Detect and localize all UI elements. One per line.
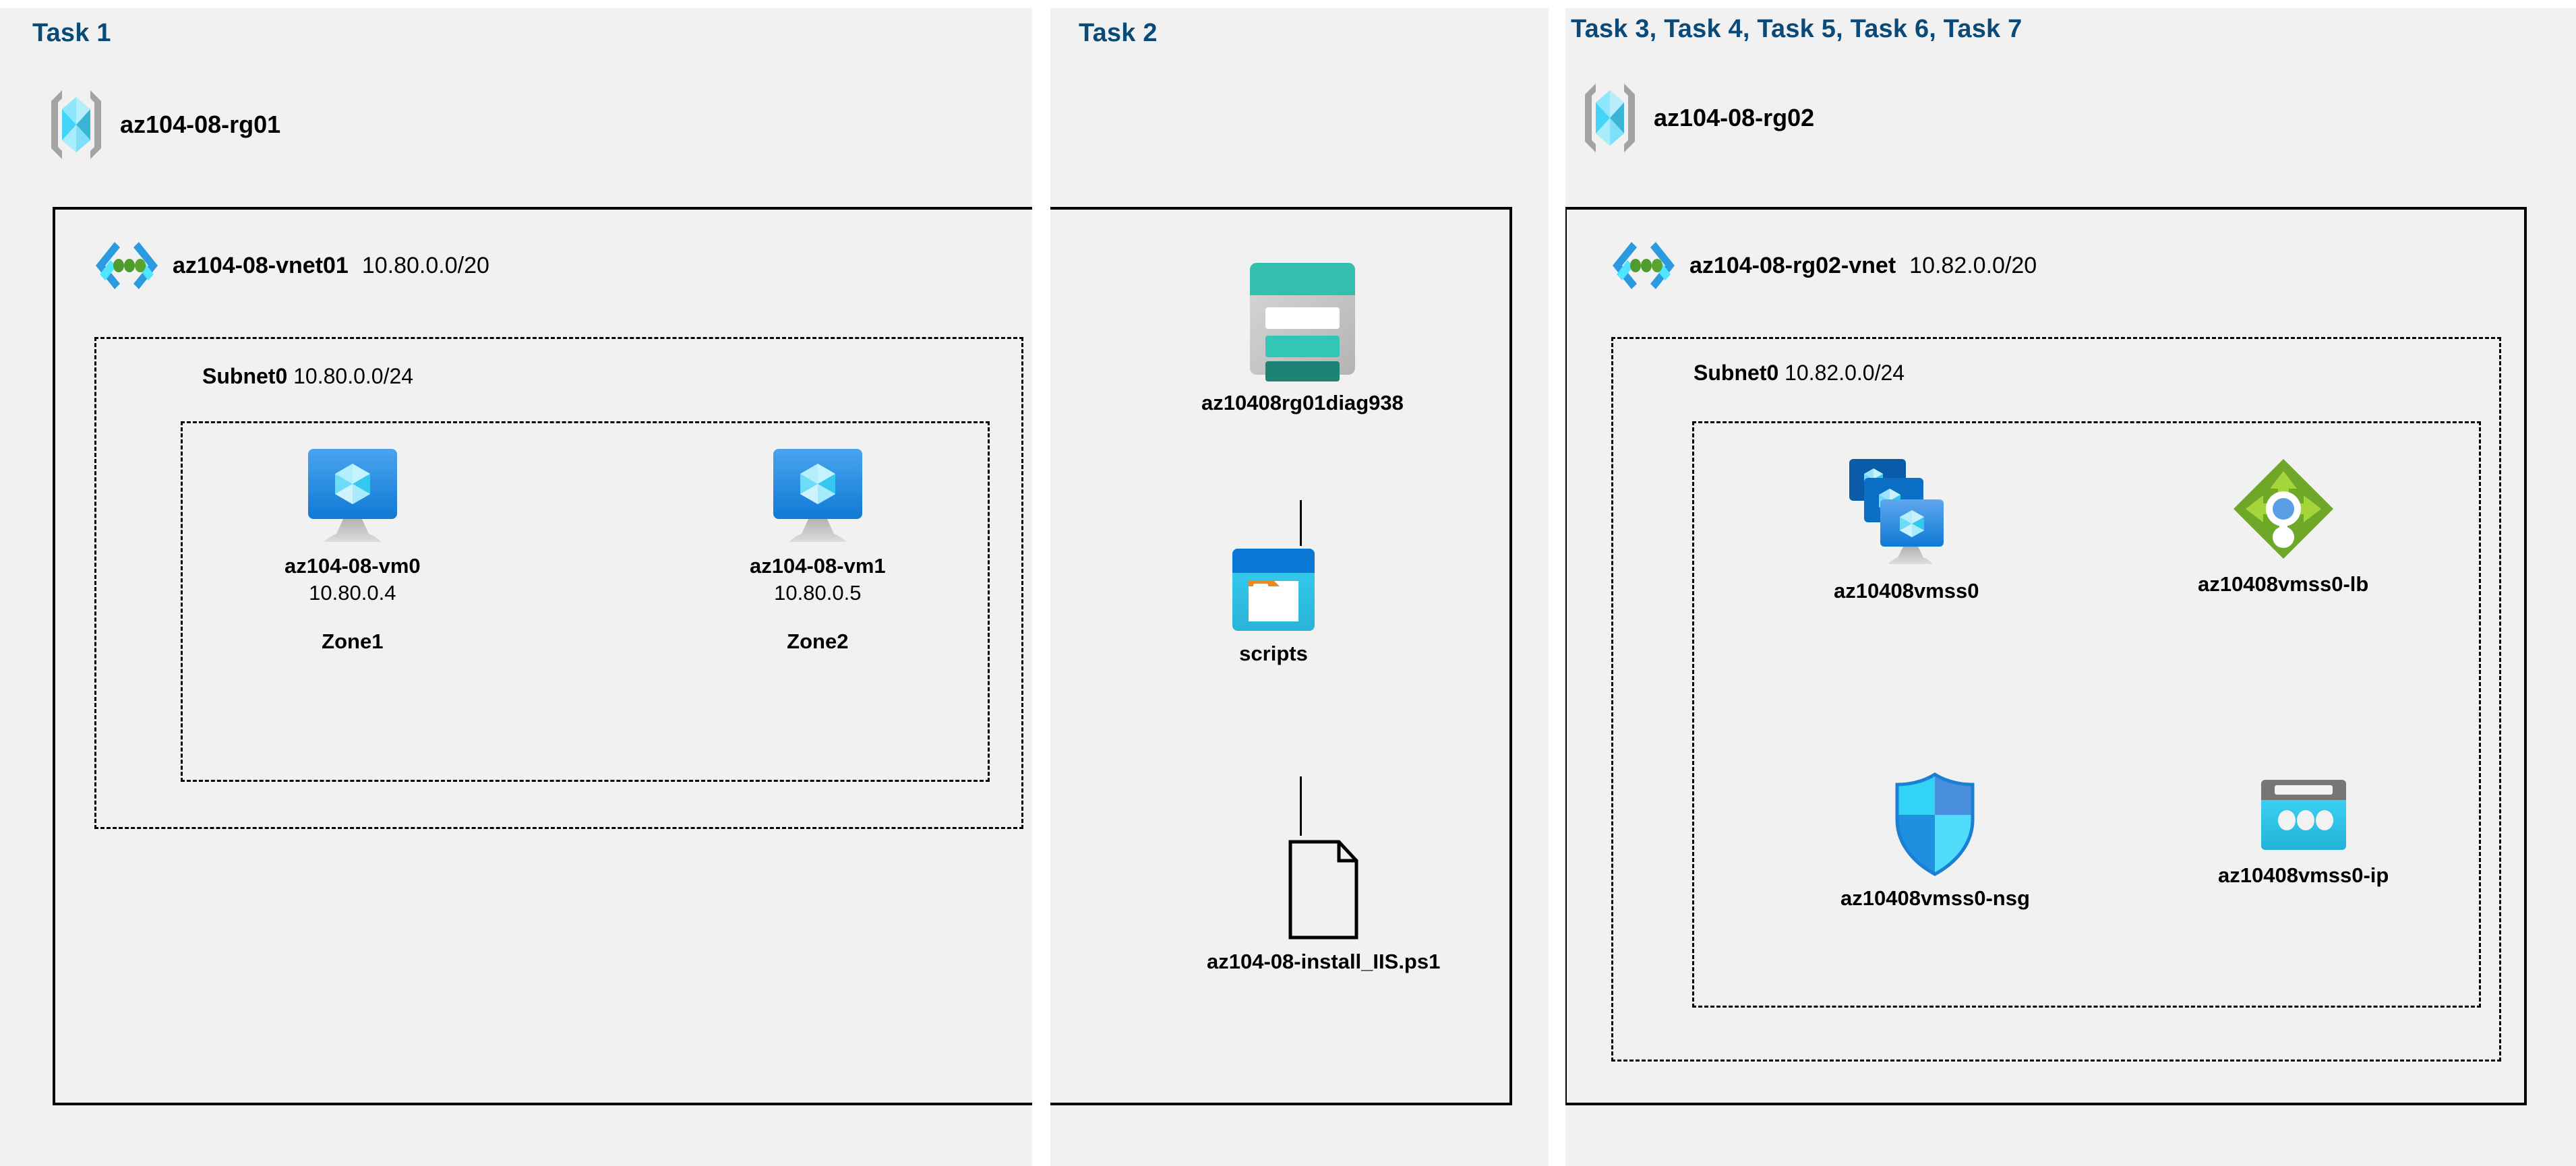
availability-zone-group-boundary [181, 421, 990, 782]
script-file-node: az104-08-install_IIS.ps1 [1207, 839, 1440, 974]
vmss-node: az10408vmss0 [1834, 455, 1979, 603]
load-balancer-icon [2229, 455, 2337, 563]
vm-ip: 10.80.0.5 [774, 581, 862, 605]
storage-account-node: az10408rg01diag938 [1201, 256, 1404, 415]
blob-container-name: scripts [1239, 642, 1308, 665]
vnet02-label-row: az104-08-rg02-vnet 10.82.0.0/20 [1611, 239, 2037, 292]
subnet-cidr: 10.82.0.0/24 [1785, 361, 1905, 385]
vnet02-boundary [1564, 207, 2527, 1105]
virtual-machine-icon [303, 445, 402, 545]
subnet-cidr: 10.80.0.0/24 [293, 364, 414, 388]
task3-panel [1565, 8, 2576, 1166]
network-security-group-icon [1891, 772, 1979, 877]
subnet0-label-vnet02: Subnet0 10.82.0.0/24 [1694, 361, 1905, 386]
task1-header: Task 1 [32, 19, 111, 47]
nsg-node: az10408vmss0-nsg [1840, 772, 2030, 911]
vm-node-vm0: az104-08-vm0 10.80.0.4 Zone1 [284, 445, 421, 654]
public-ip-name: az10408vmss0-ip [2218, 863, 2389, 887]
script-file-name: az104-08-install_IIS.ps1 [1207, 950, 1441, 973]
connector-storage-to-container [1300, 500, 1302, 546]
vnet01-boundary [53, 207, 1512, 1105]
resource-group-icon [47, 88, 105, 162]
load-balancer-node: az10408vmss0-lb [2198, 455, 2368, 596]
vm-zone: Zone2 [787, 630, 849, 653]
panel-gutter-left [1032, 8, 1050, 1166]
virtual-network-icon [1611, 239, 1676, 292]
resource-group-name: az104-08-rg01 [120, 111, 281, 138]
file-icon [1281, 839, 1366, 940]
load-balancer-name: az10408vmss0-lb [2198, 572, 2369, 596]
storage-account-icon [1240, 256, 1365, 381]
subnet0-boundary-vnet02 [1611, 337, 2501, 1062]
task2-header: Task 2 [1079, 19, 1158, 47]
storage-account-name: az10408rg01diag938 [1201, 391, 1404, 415]
task1-panel [0, 8, 1032, 1166]
resource-group-rg01: az104-08-rg01 [47, 88, 280, 162]
vnet01-label-row: az104-08-vnet01 10.80.0.0/20 [94, 239, 489, 292]
subnet-name: Subnet0 [1694, 361, 1779, 385]
task3-header: Task 3, Task 4, Task 5, Task 6, Task 7 [1571, 15, 2023, 43]
connector-container-to-file [1300, 776, 1302, 836]
public-ip-node: az10408vmss0-ip [2218, 778, 2389, 888]
panel-gutter-right [1549, 8, 1565, 1166]
blob-container-icon [1231, 547, 1316, 632]
vnet-name: az104-08-rg02-vnet [1689, 252, 1896, 278]
subnet-name: Subnet0 [202, 364, 288, 388]
vm-scale-set-icon [1845, 455, 1968, 570]
vm-node-vm1: az104-08-vm1 10.80.0.5 Zone2 [750, 445, 886, 654]
public-ip-address-icon [2258, 778, 2349, 854]
subnet0-boundary-vnet01 [94, 337, 1023, 829]
virtual-network-icon [94, 239, 159, 292]
resource-group-name: az104-08-rg02 [1654, 104, 1815, 131]
vnet-name: az104-08-vnet01 [173, 252, 349, 278]
vmss-name: az10408vmss0 [1834, 579, 1979, 603]
resource-group-icon [1581, 81, 1639, 155]
nsg-name: az10408vmss0-nsg [1840, 886, 2030, 910]
vnet-cidr: 10.80.0.0/20 [361, 252, 489, 278]
vm-zone: Zone1 [322, 630, 384, 653]
subnet0-label-vnet01: Subnet0 10.80.0.0/24 [202, 364, 413, 389]
vm-name: az104-08-vm1 [750, 554, 886, 578]
vm-name: az104-08-vm0 [284, 554, 421, 578]
blob-container-node: scripts [1231, 547, 1316, 666]
vnet-cidr: 10.82.0.0/20 [1909, 252, 2037, 278]
vm-ip: 10.80.0.4 [309, 581, 396, 605]
resource-group-rg02: az104-08-rg02 [1581, 81, 1814, 155]
virtual-machine-icon [768, 445, 868, 545]
vmss-resource-group-boundary [1692, 421, 2481, 1008]
